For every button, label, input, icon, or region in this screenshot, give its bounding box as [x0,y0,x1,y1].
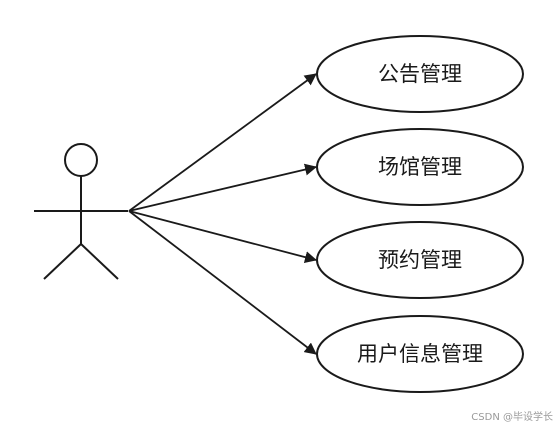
use-case-ellipse [316,35,524,113]
use-case-label-announcement: 公告管理 [378,62,462,86]
use-case-ellipse [316,128,524,206]
actor-head [64,143,98,177]
associations [128,73,317,355]
use-case-ellipse [316,315,524,393]
watermark-text: CSDN @毕设学长 [471,410,553,423]
association-reservation [128,210,317,264]
use-case-announcement: 公告管理 [316,35,524,113]
actor-right-leg [80,243,119,280]
actor-left-leg [43,243,82,280]
use-case-venue: 场馆管理 [316,128,524,206]
use-case-ellipse [316,221,524,299]
use-case-user-info: 用户信息管理 [316,315,524,393]
use-case-reservation: 预约管理 [316,221,524,299]
association-announcement [128,73,317,212]
use-case-label-user-info: 用户信息管理 [357,342,483,366]
actor-figure [34,143,128,280]
association-venue [128,163,317,212]
use-case-label-venue: 场馆管理 [378,155,462,179]
use-case-label-reservation: 预约管理 [378,248,462,272]
association-user-info [128,210,317,355]
